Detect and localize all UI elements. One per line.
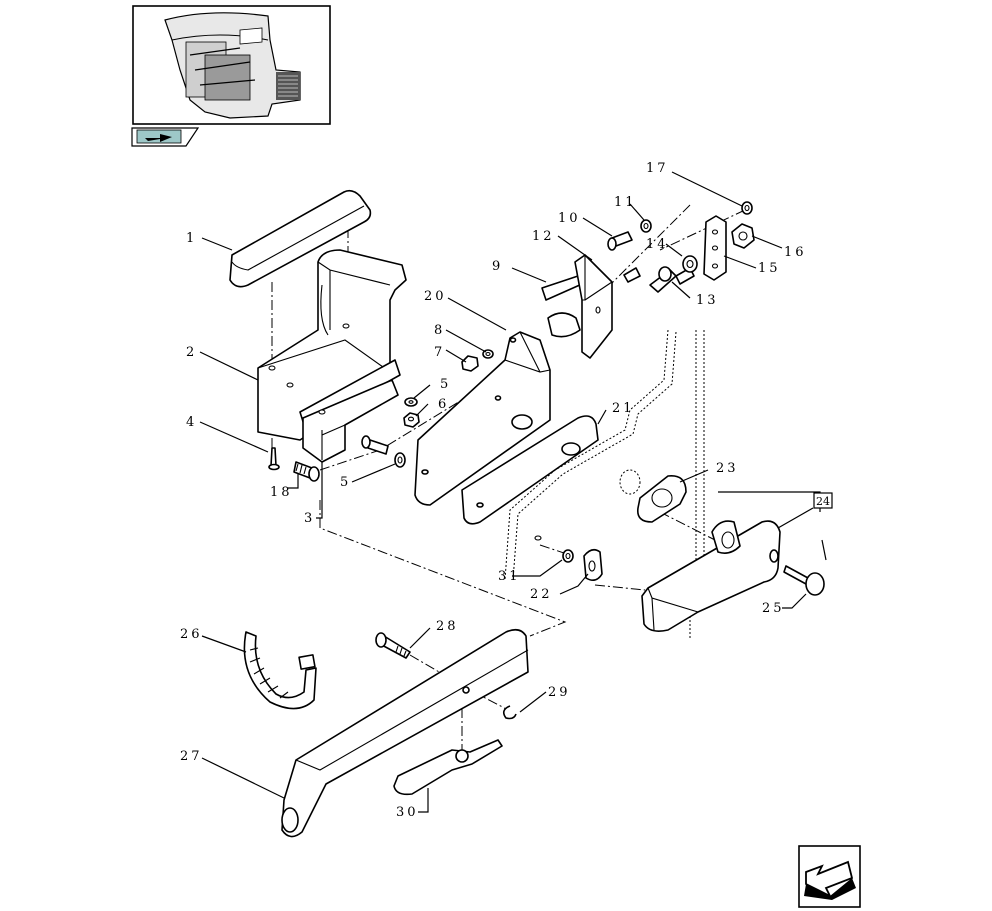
part-5-washer[interactable] [404, 397, 418, 407]
callout-18: 18 [270, 485, 293, 500]
arrow-right-icon [145, 134, 172, 142]
part-11-washer[interactable] [640, 219, 652, 233]
part-9-latch-lever[interactable] [541, 275, 583, 301]
part-7-nut[interactable] [461, 355, 479, 372]
part-bolt-mid[interactable] [361, 435, 389, 455]
callout-21: 21 [612, 401, 635, 416]
part-22-bushing[interactable] [583, 548, 603, 582]
callout-8: 8 [434, 323, 445, 338]
arrow-left-icon [804, 860, 856, 900]
part-28-bolt[interactable] [375, 632, 411, 659]
callout-7: 7 [434, 345, 445, 360]
callout-27: 27 [180, 749, 203, 764]
part-6-nut[interactable] [403, 412, 420, 428]
callout-26: 26 [180, 627, 203, 642]
callout-1: 1 [186, 231, 197, 246]
callout-31: 31 [498, 569, 521, 584]
door-outline [504, 329, 705, 640]
part-16-nut[interactable] [731, 223, 755, 249]
callout-20: 20 [424, 289, 447, 304]
part-27-handbrake-lever[interactable] [281, 628, 529, 838]
callout-28: 28 [436, 619, 459, 634]
callout-15: 15 [758, 261, 781, 276]
part-25-key[interactable] [783, 565, 825, 596]
part-5-washer-lower[interactable] [394, 452, 406, 468]
nav-forward-button[interactable] [131, 127, 200, 147]
callout-25: 25 [762, 601, 785, 616]
part-23-escutcheon[interactable] [636, 475, 687, 523]
reference-box-label: 24 [816, 495, 830, 508]
callout-23: 23 [716, 461, 739, 476]
part-3-bracket[interactable] [302, 379, 399, 463]
reference-box-24[interactable]: 24 [813, 492, 833, 509]
part-15-plate[interactable] [703, 215, 727, 281]
callout-9: 9 [492, 259, 503, 274]
callout-2: 2 [186, 345, 197, 360]
callout-14: 14 [646, 237, 669, 252]
callout-labels: 1 2 3 4 5 5 6 7 8 9 10 11 12 13 14 15 16… [180, 161, 807, 820]
callout-29: 29 [548, 685, 571, 700]
part-29-circlip[interactable] [502, 705, 517, 720]
part-12-latch-bracket[interactable] [547, 254, 613, 359]
part-12-screw[interactable] [623, 267, 641, 283]
callout-12: 12 [532, 229, 555, 244]
part-20-mounting-plate[interactable] [414, 331, 551, 506]
thumbnail-frame[interactable] [132, 5, 331, 125]
part-17-washer[interactable] [741, 201, 753, 215]
callout-16: 16 [784, 245, 807, 260]
part-4-screw[interactable] [268, 447, 280, 471]
callout-3: 3 [304, 511, 315, 526]
part-21-gasket[interactable] [461, 415, 599, 525]
callout-22: 22 [530, 587, 553, 602]
nav-back-button[interactable] [798, 845, 861, 908]
callout-10: 10 [558, 211, 581, 226]
tractor-cab-interior-icon [164, 12, 301, 119]
part-18-screw[interactable] [293, 461, 320, 482]
callout-11: 11 [614, 195, 637, 210]
callout-5a: 5 [440, 377, 451, 392]
part-30-pawl[interactable] [393, 739, 503, 796]
callout-5b: 5 [340, 475, 351, 490]
part-31-washer[interactable] [562, 549, 574, 563]
callout-13: 13 [696, 293, 719, 308]
part-24-door-handle[interactable] [641, 520, 781, 632]
callout-17: 17 [646, 161, 669, 176]
callout-4: 4 [186, 415, 197, 430]
part-10-bolt[interactable] [607, 231, 633, 251]
part-26-strap[interactable] [243, 631, 317, 710]
part-1-grip-pad[interactable] [229, 189, 372, 288]
part-14-washer[interactable] [682, 255, 698, 273]
callout-30: 30 [396, 805, 419, 820]
callout-6: 6 [438, 397, 449, 412]
